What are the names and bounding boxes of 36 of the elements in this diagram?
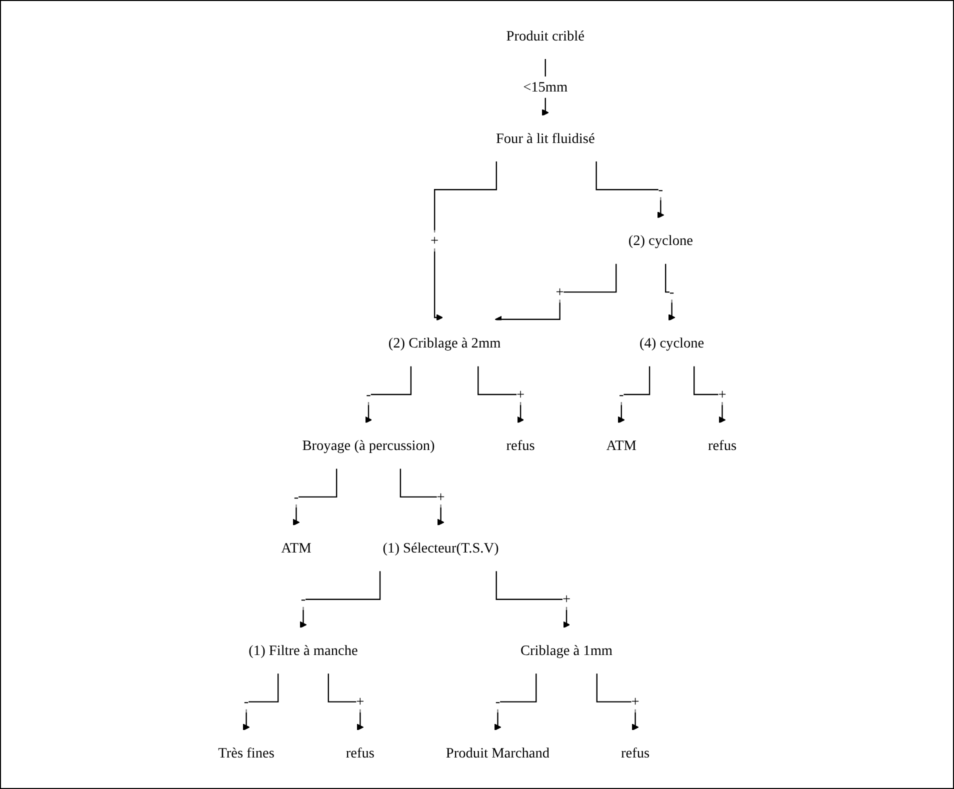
node-text: refus	[346, 744, 374, 761]
edge-label: +	[430, 232, 438, 248]
node-text: refus	[506, 437, 534, 454]
node-text: refus	[708, 437, 736, 454]
arrow	[434, 161, 497, 322]
edge-label: +	[555, 284, 564, 300]
arrow	[494, 263, 616, 323]
node-text: refus	[620, 744, 650, 761]
edge-label: -	[494, 693, 500, 710]
node-text: ATM	[280, 540, 311, 556]
edge-label: +	[356, 693, 364, 710]
edge-label: -	[658, 181, 663, 198]
edge-label: -	[293, 488, 298, 504]
edge-label: +	[630, 693, 639, 710]
node-text: Produit Marchand	[446, 744, 550, 761]
edge-label: -	[618, 386, 624, 402]
node-text: Très fines	[218, 744, 274, 761]
edge-label: +	[562, 591, 570, 607]
edge-label: -	[300, 591, 306, 607]
node-text: Four à lit fluidisé	[496, 130, 594, 146]
edge-label: <15mm	[522, 78, 568, 95]
edge-label: -	[669, 284, 674, 300]
node-text: Broyage (à percussion)	[302, 437, 434, 454]
node-text: (2) cyclone	[628, 232, 693, 248]
node-text: (1) Filtre à manche	[248, 642, 358, 658]
node-text: Criblage à 1mm	[520, 642, 612, 658]
node-text: (2) Criblage à 2mm	[388, 334, 500, 351]
edge-label: +	[516, 386, 524, 402]
edge-label: -	[366, 386, 371, 402]
node-text: ATM	[606, 437, 636, 454]
node-text: Produit criblé	[506, 28, 584, 44]
node-text: (1) Sélecteur(T.S.V)	[382, 540, 498, 556]
edge-label: -	[244, 693, 248, 710]
edge-label: +	[436, 488, 444, 504]
node-text: (4) cyclone	[639, 334, 704, 351]
edge-label: +	[718, 386, 726, 402]
